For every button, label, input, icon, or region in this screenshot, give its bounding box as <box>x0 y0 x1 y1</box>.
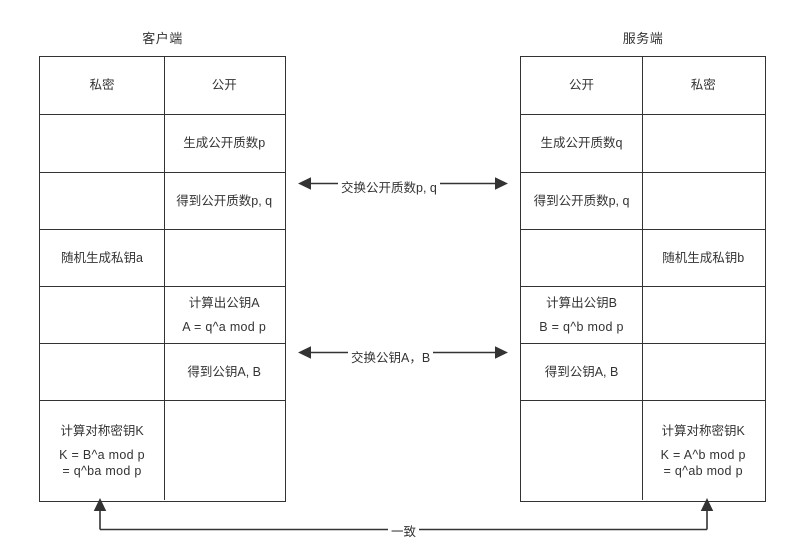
connector-label-exchange-public-keys: 交换公钥A，B <box>348 347 434 366</box>
server-symkey-formula-1: K = A^b mod p <box>660 447 746 462</box>
server-symkey-formula-2: = q^ab mod p <box>663 464 743 479</box>
server-cell-private-6: 计算对称密钥K K = A^b mod p = q^ab mod p <box>642 401 763 500</box>
table-row: 计算对称密钥K K = B^a mod p = q^ba mod p <box>40 400 285 500</box>
connector-label-exchange-primes: 交换公开质数p, q <box>338 177 440 196</box>
server-table: 公开 私密 生成公开质数q 得到公开质数p, q 随机生成私钥b 计算出公钥B … <box>520 56 766 502</box>
server-cell-public-4: 计算出公钥B B = q^b mod p <box>521 287 642 343</box>
client-cell-private-1 <box>40 115 164 172</box>
table-row: 计算出公钥A A = q^a mod p <box>40 286 285 343</box>
connector-label-consistent: 一致 <box>388 521 420 540</box>
client-table: 私密 公开 生成公开质数p 得到公开质数p, q 随机生成私钥a 计算出公钥A … <box>39 56 286 502</box>
server-cell-private-5 <box>642 344 763 400</box>
table-row: 得到公钥A, B <box>521 343 765 400</box>
client-cell-private-3: 随机生成私钥a <box>61 250 143 265</box>
client-cell-private-2 <box>40 173 164 229</box>
client-panel-title: 客户端 <box>142 31 183 46</box>
table-row-header: 公开 私密 <box>521 57 765 114</box>
server-header-private: 私密 <box>642 57 763 114</box>
table-row: 得到公开质数p, q <box>40 172 285 229</box>
client-symkey-title: 计算对称密钥K <box>60 423 144 438</box>
client-cell-private-4 <box>40 287 164 343</box>
server-cell-private-3: 随机生成私钥b <box>642 230 763 286</box>
server-cell-private-2 <box>642 173 763 229</box>
table-row: 随机生成私钥a <box>40 229 285 286</box>
table-row: 生成公开质数q <box>521 114 765 172</box>
client-symkey-formula-2: = q^ba mod p <box>62 464 142 479</box>
client-header-public: 公开 <box>164 57 283 114</box>
client-cell-public-6 <box>164 401 283 500</box>
client-cell-private-6: 计算对称密钥K K = B^a mod p = q^ba mod p <box>40 401 164 500</box>
server-cell-private-1 <box>642 115 763 172</box>
server-pubkey-formula: B = q^b mod p <box>539 320 624 335</box>
client-header-private: 私密 <box>89 78 115 93</box>
server-cell-public-1: 生成公开质数q <box>540 136 623 151</box>
table-row: 生成公开质数p <box>40 114 285 172</box>
client-cell-public-5: 得到公钥A, B <box>164 344 283 400</box>
server-cell-private-4 <box>642 287 763 343</box>
server-header-public: 公开 <box>568 78 594 93</box>
server-symkey-title: 计算对称密钥K <box>661 423 745 438</box>
server-cell-public-2: 得到公开质数p, q <box>533 193 630 208</box>
table-row: 计算对称密钥K K = A^b mod p = q^ab mod p <box>521 400 765 500</box>
server-cell-public-6 <box>521 401 642 500</box>
client-cell-private-5 <box>40 344 164 400</box>
client-pubkey-title: 计算出公钥A <box>188 296 260 311</box>
client-cell-public-2: 得到公开质数p, q <box>164 173 283 229</box>
client-cell-public-1: 生成公开质数p <box>164 115 283 172</box>
client-symkey-formula-1: K = B^a mod p <box>59 447 145 462</box>
server-pubkey-title: 计算出公钥B <box>546 296 617 311</box>
table-row: 得到公开质数p, q <box>521 172 765 229</box>
server-cell-public-3 <box>521 230 642 286</box>
table-row-header: 私密 公开 <box>40 57 285 114</box>
table-row: 随机生成私钥b <box>521 229 765 286</box>
server-cell-public-5: 得到公钥A, B <box>544 364 619 379</box>
client-pubkey-formula: A = q^a mod p <box>182 320 267 335</box>
client-cell-public-3 <box>164 230 283 286</box>
client-cell-public-4: 计算出公钥A A = q^a mod p <box>164 287 283 343</box>
table-row: 计算出公钥B B = q^b mod p <box>521 286 765 343</box>
table-row: 得到公钥A, B <box>40 343 285 400</box>
server-panel-title: 服务端 <box>622 31 664 46</box>
